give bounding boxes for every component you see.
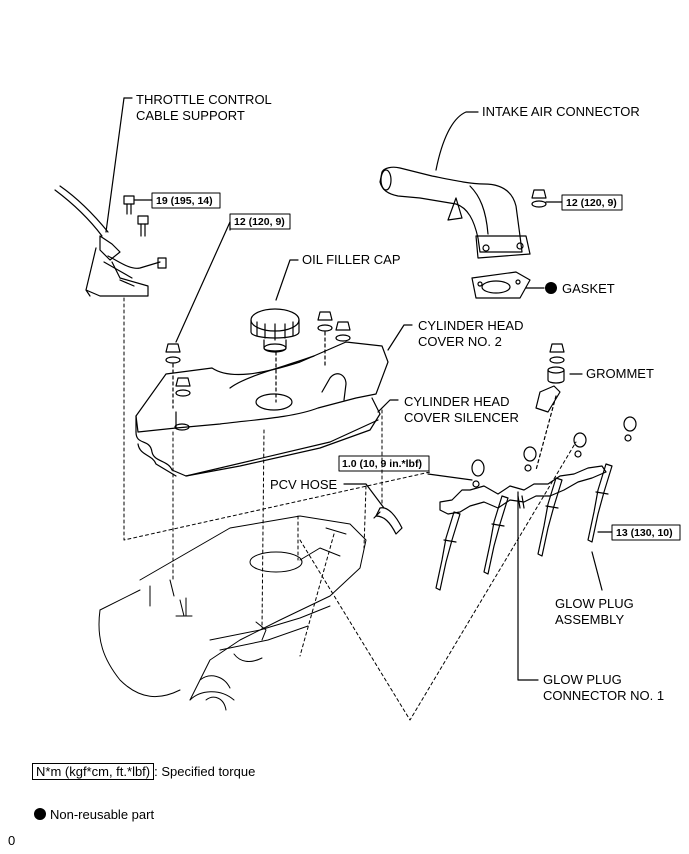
non-reusable-legend-marker: [34, 808, 46, 820]
torque-box-intake: [561, 194, 623, 211]
throttle-bolt-drawing: [123, 195, 149, 237]
gasket-drawing: [471, 271, 531, 299]
cover-torque-leader: [175, 221, 231, 343]
label-glow-plug-1: GLOW PLUG: [555, 596, 634, 611]
intake-label-leader: [435, 111, 479, 171]
intake-air-connector-drawing: [379, 166, 531, 259]
label-glow-plug-2: ASSEMBLY: [555, 612, 624, 627]
throttle-label-leader: [105, 97, 125, 233]
legend-non-reusable-text: Non-reusable part: [50, 807, 155, 822]
page-id: 0: [8, 833, 16, 848]
label-oil-filler-cap: OIL FILLER CAP: [302, 252, 401, 267]
legend-non-reusable: Non-reusable part: [34, 807, 154, 822]
torque-connector-nut: 1.0 (10, 9 in.*lbf): [342, 458, 422, 470]
oil-filler-cap-drawing: [250, 308, 300, 353]
label-head-cover-2: COVER NO. 2: [418, 334, 502, 349]
torque-throttle-bolt: 19 (195, 14): [156, 195, 213, 207]
intake-nut-drawing: [531, 189, 547, 208]
torque-cover-nut: 12 (120, 9): [234, 216, 285, 228]
oil-filler-leader: [275, 259, 299, 301]
legend-torque: N*m (kgf*cm, ft.*lbf): Specified torque: [32, 763, 256, 780]
label-silencer-2: COVER SILENCER: [404, 410, 519, 425]
label-gasket: GASKET: [562, 281, 615, 296]
label-connector-2: CONNECTOR NO. 1: [543, 688, 664, 703]
torque-box-glow-plug: [611, 524, 681, 541]
torque-box-connector: [338, 455, 430, 472]
label-silencer-1: CYLINDER HEAD: [404, 394, 509, 409]
label-throttle-1: THROTTLE CONTROL: [136, 92, 272, 107]
torque-glow-plug: 13 (130, 10): [616, 527, 673, 539]
glow-plugs-drawing: [435, 463, 613, 591]
torque-intake-nut: 12 (120, 9): [566, 197, 617, 209]
pcv-leader: [343, 483, 385, 509]
glow-plug-leader: [591, 551, 603, 591]
cylinder-head-cover-drawing: [135, 341, 389, 433]
torque-box-cover: [229, 213, 291, 230]
cylinder-head-cover-silencer-drawing: [135, 397, 381, 477]
non-reusable-marker: [545, 282, 557, 294]
label-connector-1: GLOW PLUG: [543, 672, 622, 687]
legend-torque-unit: N*m (kgf*cm, ft.*lbf): [32, 763, 155, 780]
label-grommet: GROMMET: [586, 366, 654, 381]
cover-nuts-right-drawing: [317, 311, 351, 342]
label-throttle-2: CABLE SUPPORT: [136, 108, 245, 123]
throttle-cable-support-drawing: [54, 185, 167, 297]
alignment-lines: [123, 297, 577, 721]
glow-plug-connector-drawing: [439, 465, 607, 515]
pcv-hose-drawing: [373, 507, 403, 535]
torque-box-throttle: [151, 192, 221, 209]
legend-torque-desc: : Specified torque: [154, 764, 256, 779]
connector-nuts-drawing: [471, 416, 637, 488]
label-intake-air-connector: INTAKE AIR CONNECTOR: [482, 104, 640, 119]
label-pcv-hose: PCV HOSE: [270, 477, 338, 492]
head-cover-leader: [387, 324, 413, 351]
cover-nuts-left-drawing: [165, 343, 191, 397]
connector-leader: [517, 491, 539, 681]
grommet-drawing: [535, 343, 565, 413]
label-head-cover-1: CYLINDER HEAD: [418, 318, 523, 333]
engine-block-drawing: [98, 515, 367, 711]
silencer-leader: [377, 399, 399, 413]
